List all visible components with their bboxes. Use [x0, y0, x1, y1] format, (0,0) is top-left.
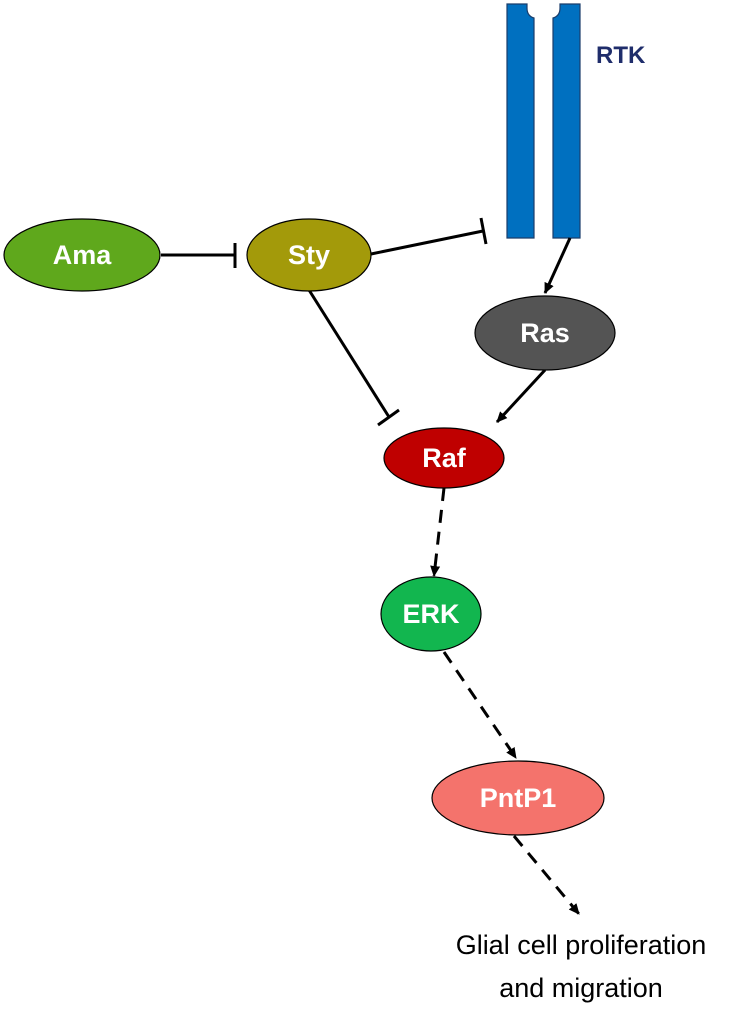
node-sty: Sty: [246, 218, 372, 292]
rtk-receptor-right-chain: [552, 3, 581, 239]
node-raf-label: Raf: [422, 443, 467, 473]
edge-rtk-activates-ras: [543, 237, 572, 294]
outcome-label-line-1: Glial cell proliferation: [456, 930, 707, 960]
node-ama: Ama: [3, 218, 161, 292]
node-ama-shape: [3, 218, 161, 292]
rtk-receptor-left-chain: [506, 3, 535, 239]
node-sty-label: Sty: [288, 240, 330, 270]
pathway-edges: [161, 217, 581, 915]
edge-raf-activates-erk: [430, 487, 446, 577]
node-pntp1: PntP1: [431, 760, 605, 836]
edge-ras-activates-raf: [495, 368, 547, 424]
outcome-label-line-2: and migration: [499, 973, 663, 1003]
inhibition-bar-raf: [377, 408, 400, 427]
node-ras-label: Ras: [520, 318, 570, 348]
node-ras-shape: [474, 295, 616, 371]
rtk-label: RTK: [596, 42, 646, 69]
node-ras: Ras: [474, 295, 616, 371]
node-erk-label: ERK: [402, 599, 460, 629]
edge-sty-inhibits-rtk: [370, 229, 484, 256]
node-raf-shape: [383, 427, 505, 489]
node-pntp1-shape: [431, 760, 605, 836]
node-erk: ERK: [380, 576, 482, 652]
edge-sty-inhibits-raf: [307, 289, 391, 418]
edge-pntp1-leads-to-outcome: [512, 835, 581, 915]
node-sty-shape: [246, 218, 372, 292]
node-ama-label: Ama: [53, 240, 113, 270]
node-raf: Raf: [383, 427, 505, 489]
edge-erk-activates-pntp1: [442, 651, 518, 759]
rtk-receptor: RTK: [506, 3, 646, 239]
node-erk-shape: [380, 576, 482, 652]
inhibition-bar-rtk: [479, 217, 488, 245]
node-pntp1-label: PntP1: [480, 783, 557, 813]
outcome-label: Glial cell proliferation and migration: [456, 930, 707, 1003]
